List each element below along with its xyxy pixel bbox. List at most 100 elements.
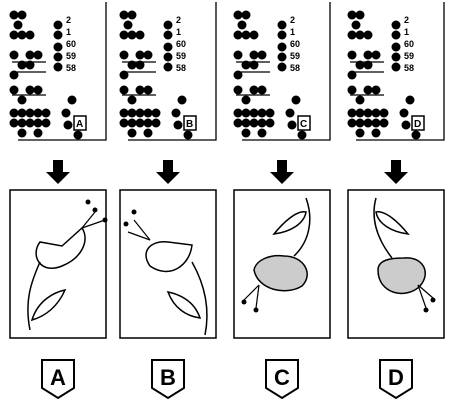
- row-number: 58: [176, 63, 186, 73]
- card-hole: [352, 21, 361, 30]
- card-hole: [26, 86, 35, 95]
- stamen-dot: [103, 218, 108, 223]
- card-hole: [136, 31, 145, 40]
- card-hole: [242, 119, 251, 128]
- card-hole: [242, 31, 251, 40]
- option-label-b: B: [152, 360, 184, 398]
- card-hole: [42, 109, 51, 118]
- row-number: 2: [176, 15, 181, 25]
- card-hole: [128, 11, 137, 20]
- row-number: 58: [66, 63, 76, 73]
- label-text: A: [50, 365, 66, 390]
- card-hole: [174, 121, 183, 130]
- card-hole: [364, 86, 373, 95]
- card-tag: C: [300, 119, 307, 130]
- card-hole: [234, 51, 243, 60]
- stamen-dot: [86, 200, 91, 205]
- card-hole: [54, 31, 63, 40]
- card-hole: [372, 109, 381, 118]
- option-label-d: D: [380, 360, 412, 398]
- row-number: 2: [66, 15, 71, 25]
- card-hole: [120, 71, 129, 80]
- card-hole: [26, 61, 35, 70]
- card-hole: [164, 63, 173, 72]
- card-hole: [238, 21, 247, 30]
- card-hole: [136, 51, 145, 60]
- card-hole: [18, 31, 27, 40]
- row-number: 60: [290, 39, 300, 49]
- card-hole: [400, 109, 409, 118]
- card-hole: [234, 109, 243, 118]
- card-hole: [164, 31, 173, 40]
- card-hole: [164, 21, 173, 30]
- card-hole: [18, 109, 27, 118]
- card-hole: [348, 109, 357, 118]
- down-arrow-icon: [270, 160, 294, 184]
- card-hole: [164, 43, 173, 52]
- card-tag: B: [186, 119, 193, 130]
- option-column-b: 21605958BB: [120, 2, 217, 398]
- card-hole: [144, 129, 153, 138]
- card-hole: [364, 61, 373, 70]
- card-hole: [128, 119, 137, 128]
- row-number: 1: [404, 27, 409, 37]
- card-hole: [380, 119, 389, 128]
- card-hole: [406, 96, 415, 105]
- card-hole: [380, 109, 389, 118]
- down-arrow-icon: [156, 160, 180, 184]
- card-hole: [402, 121, 411, 130]
- row-number: 58: [290, 63, 300, 73]
- card-hole: [128, 61, 137, 70]
- card-hole: [34, 86, 43, 95]
- card-hole: [68, 96, 77, 105]
- card-hole: [136, 86, 145, 95]
- card-hole: [144, 86, 153, 95]
- card-hole: [242, 109, 251, 118]
- flower-picture: [234, 190, 330, 338]
- card-hole: [42, 119, 51, 128]
- stamen-dot: [93, 208, 98, 213]
- card-hole: [184, 131, 193, 140]
- flower-picture: [348, 190, 444, 338]
- card-hole: [34, 51, 43, 60]
- row-number: 58: [404, 63, 414, 73]
- card-hole: [144, 51, 153, 60]
- card-hole: [54, 43, 63, 52]
- card-hole: [392, 53, 401, 62]
- card-hole: [392, 21, 401, 30]
- card-hole: [74, 131, 83, 140]
- card-hole: [278, 43, 287, 52]
- card-hole: [364, 51, 373, 60]
- card-hole: [10, 11, 19, 20]
- card-hole: [10, 86, 19, 95]
- row-number: 2: [290, 15, 295, 25]
- card-hole: [286, 109, 295, 118]
- row-number: 59: [290, 51, 300, 61]
- card-hole: [26, 31, 35, 40]
- card-hole: [348, 31, 357, 40]
- label-text: C: [274, 365, 290, 390]
- row-number: 1: [290, 27, 295, 37]
- card-hole: [348, 11, 357, 20]
- card-tag: D: [414, 119, 421, 130]
- card-hole: [258, 51, 267, 60]
- row-number: 59: [66, 51, 76, 61]
- card-hole: [356, 31, 365, 40]
- card-hole: [250, 109, 259, 118]
- card-hole: [54, 21, 63, 30]
- card-hole: [250, 51, 259, 60]
- card-hole: [10, 71, 19, 80]
- card-hole: [258, 109, 267, 118]
- card-hole: [412, 131, 421, 140]
- card-hole: [62, 109, 71, 118]
- card-hole: [34, 119, 43, 128]
- card-hole: [348, 119, 357, 128]
- card-hole: [172, 109, 181, 118]
- card-hole: [144, 119, 153, 128]
- stamen-dot: [242, 300, 247, 305]
- card-hole: [10, 51, 19, 60]
- card-hole: [120, 86, 129, 95]
- card-hole: [356, 129, 365, 138]
